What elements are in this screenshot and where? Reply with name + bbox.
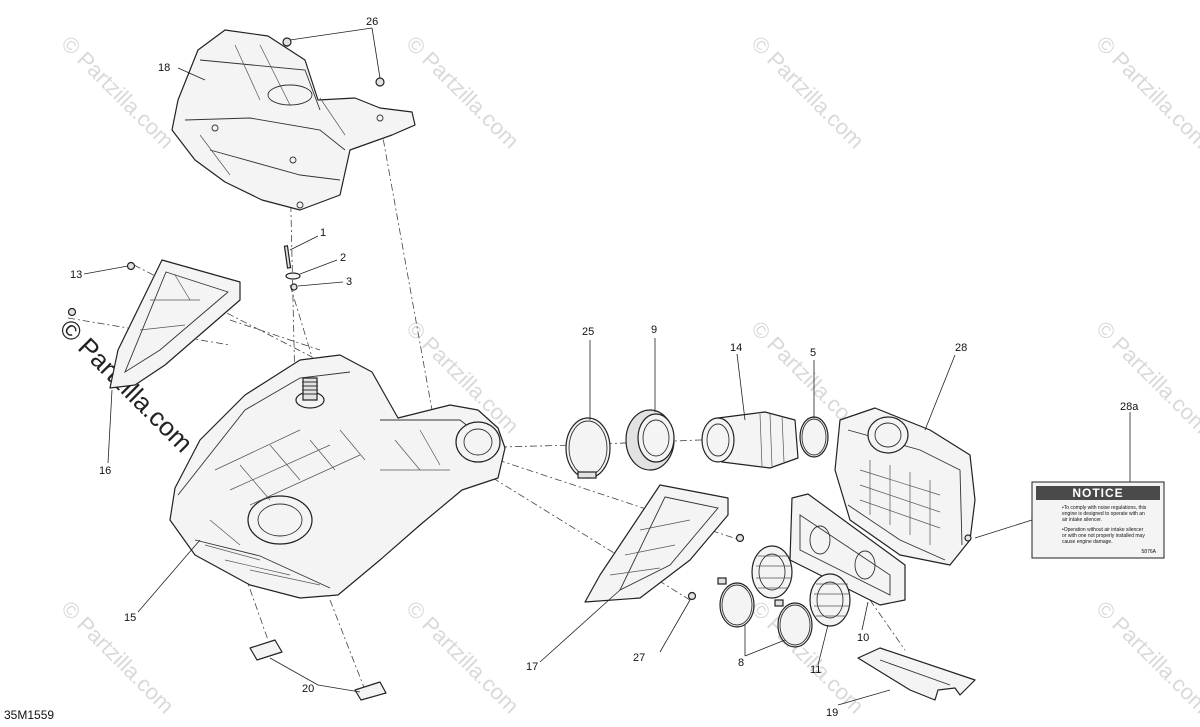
callout-13: 13	[70, 269, 82, 281]
watermark: © Partzilla.com	[401, 31, 524, 154]
part-16-side-bracket	[67, 259, 241, 389]
notice-line: •To comply with noise regulations, this	[1062, 505, 1147, 511]
callout-18: 18	[158, 62, 170, 74]
callout-25: 25	[582, 326, 594, 338]
part-9-seal	[625, 409, 675, 471]
callout-8: 8	[738, 657, 744, 669]
watermark: © Partzilla.com	[1091, 31, 1200, 154]
callout-10: 10	[857, 632, 869, 644]
notice-title: NOTICE	[1072, 486, 1123, 500]
callout-27: 27	[633, 652, 645, 664]
callout-16: 16	[99, 465, 111, 477]
callout-1: 1	[320, 227, 326, 239]
callout-leaders	[83, 27, 1131, 706]
callout-15: 15	[124, 612, 136, 624]
part-1-2-3-fasteners	[283, 245, 301, 291]
part-19-foam-pad	[857, 647, 976, 701]
watermark: © Partzilla.com	[56, 596, 179, 719]
notice-line: engine is designed to operate with an	[1062, 511, 1145, 517]
notice-line: •Operation without air intake silencer	[1062, 527, 1144, 533]
watermark: © Partzilla.com	[56, 31, 179, 154]
callout-9: 9	[651, 324, 657, 336]
callout-20: 20	[302, 683, 314, 695]
part-18-upper-cover	[171, 29, 416, 211]
callout-3: 3	[346, 276, 352, 288]
callout-28a: 28a	[1120, 401, 1139, 413]
part-15-airbox-housing	[169, 354, 506, 599]
part-26-screws	[282, 37, 385, 87]
callout-11: 11	[810, 664, 821, 676]
watermark: © Partzilla.com	[401, 596, 524, 719]
callout-5: 5	[810, 347, 816, 359]
part-5-o-ring	[799, 416, 829, 458]
part-25-clamp	[565, 417, 611, 479]
diagram-reference: 35M1559	[4, 708, 55, 722]
callout-26: 26	[366, 16, 378, 28]
notice-line: or with one not properly installed may	[1062, 533, 1145, 539]
callout-17: 17	[526, 661, 538, 673]
watermark: © Partzilla.com	[1091, 316, 1200, 439]
watermark: © Partzilla.com	[746, 31, 869, 154]
part-17-side-panel	[584, 484, 745, 603]
watermark: © Partzilla.com	[1091, 596, 1200, 719]
part-28a-notice-label: NOTICE •To comply with noise regulations…	[974, 481, 1165, 559]
notice-code: 5876A	[1142, 549, 1157, 555]
callout-14: 14	[730, 342, 742, 354]
callout-19: 19	[826, 707, 838, 719]
part-14-adapter-tube	[701, 411, 799, 469]
notice-line: air intake silencer.	[1062, 517, 1102, 523]
notice-line: cause engine damage.	[1062, 539, 1113, 545]
callout-2: 2	[340, 252, 346, 264]
part-8-11-clamps-boots	[717, 545, 851, 648]
callout-28: 28	[955, 342, 967, 354]
part-28-silencer-box	[834, 407, 976, 566]
callout-labels: 26 18 1 2 3 13 16 15 20 25 9 14 5 28 28a…	[70, 16, 1139, 719]
part-20-pads	[249, 639, 387, 701]
part-10-filter-frame	[789, 493, 906, 606]
